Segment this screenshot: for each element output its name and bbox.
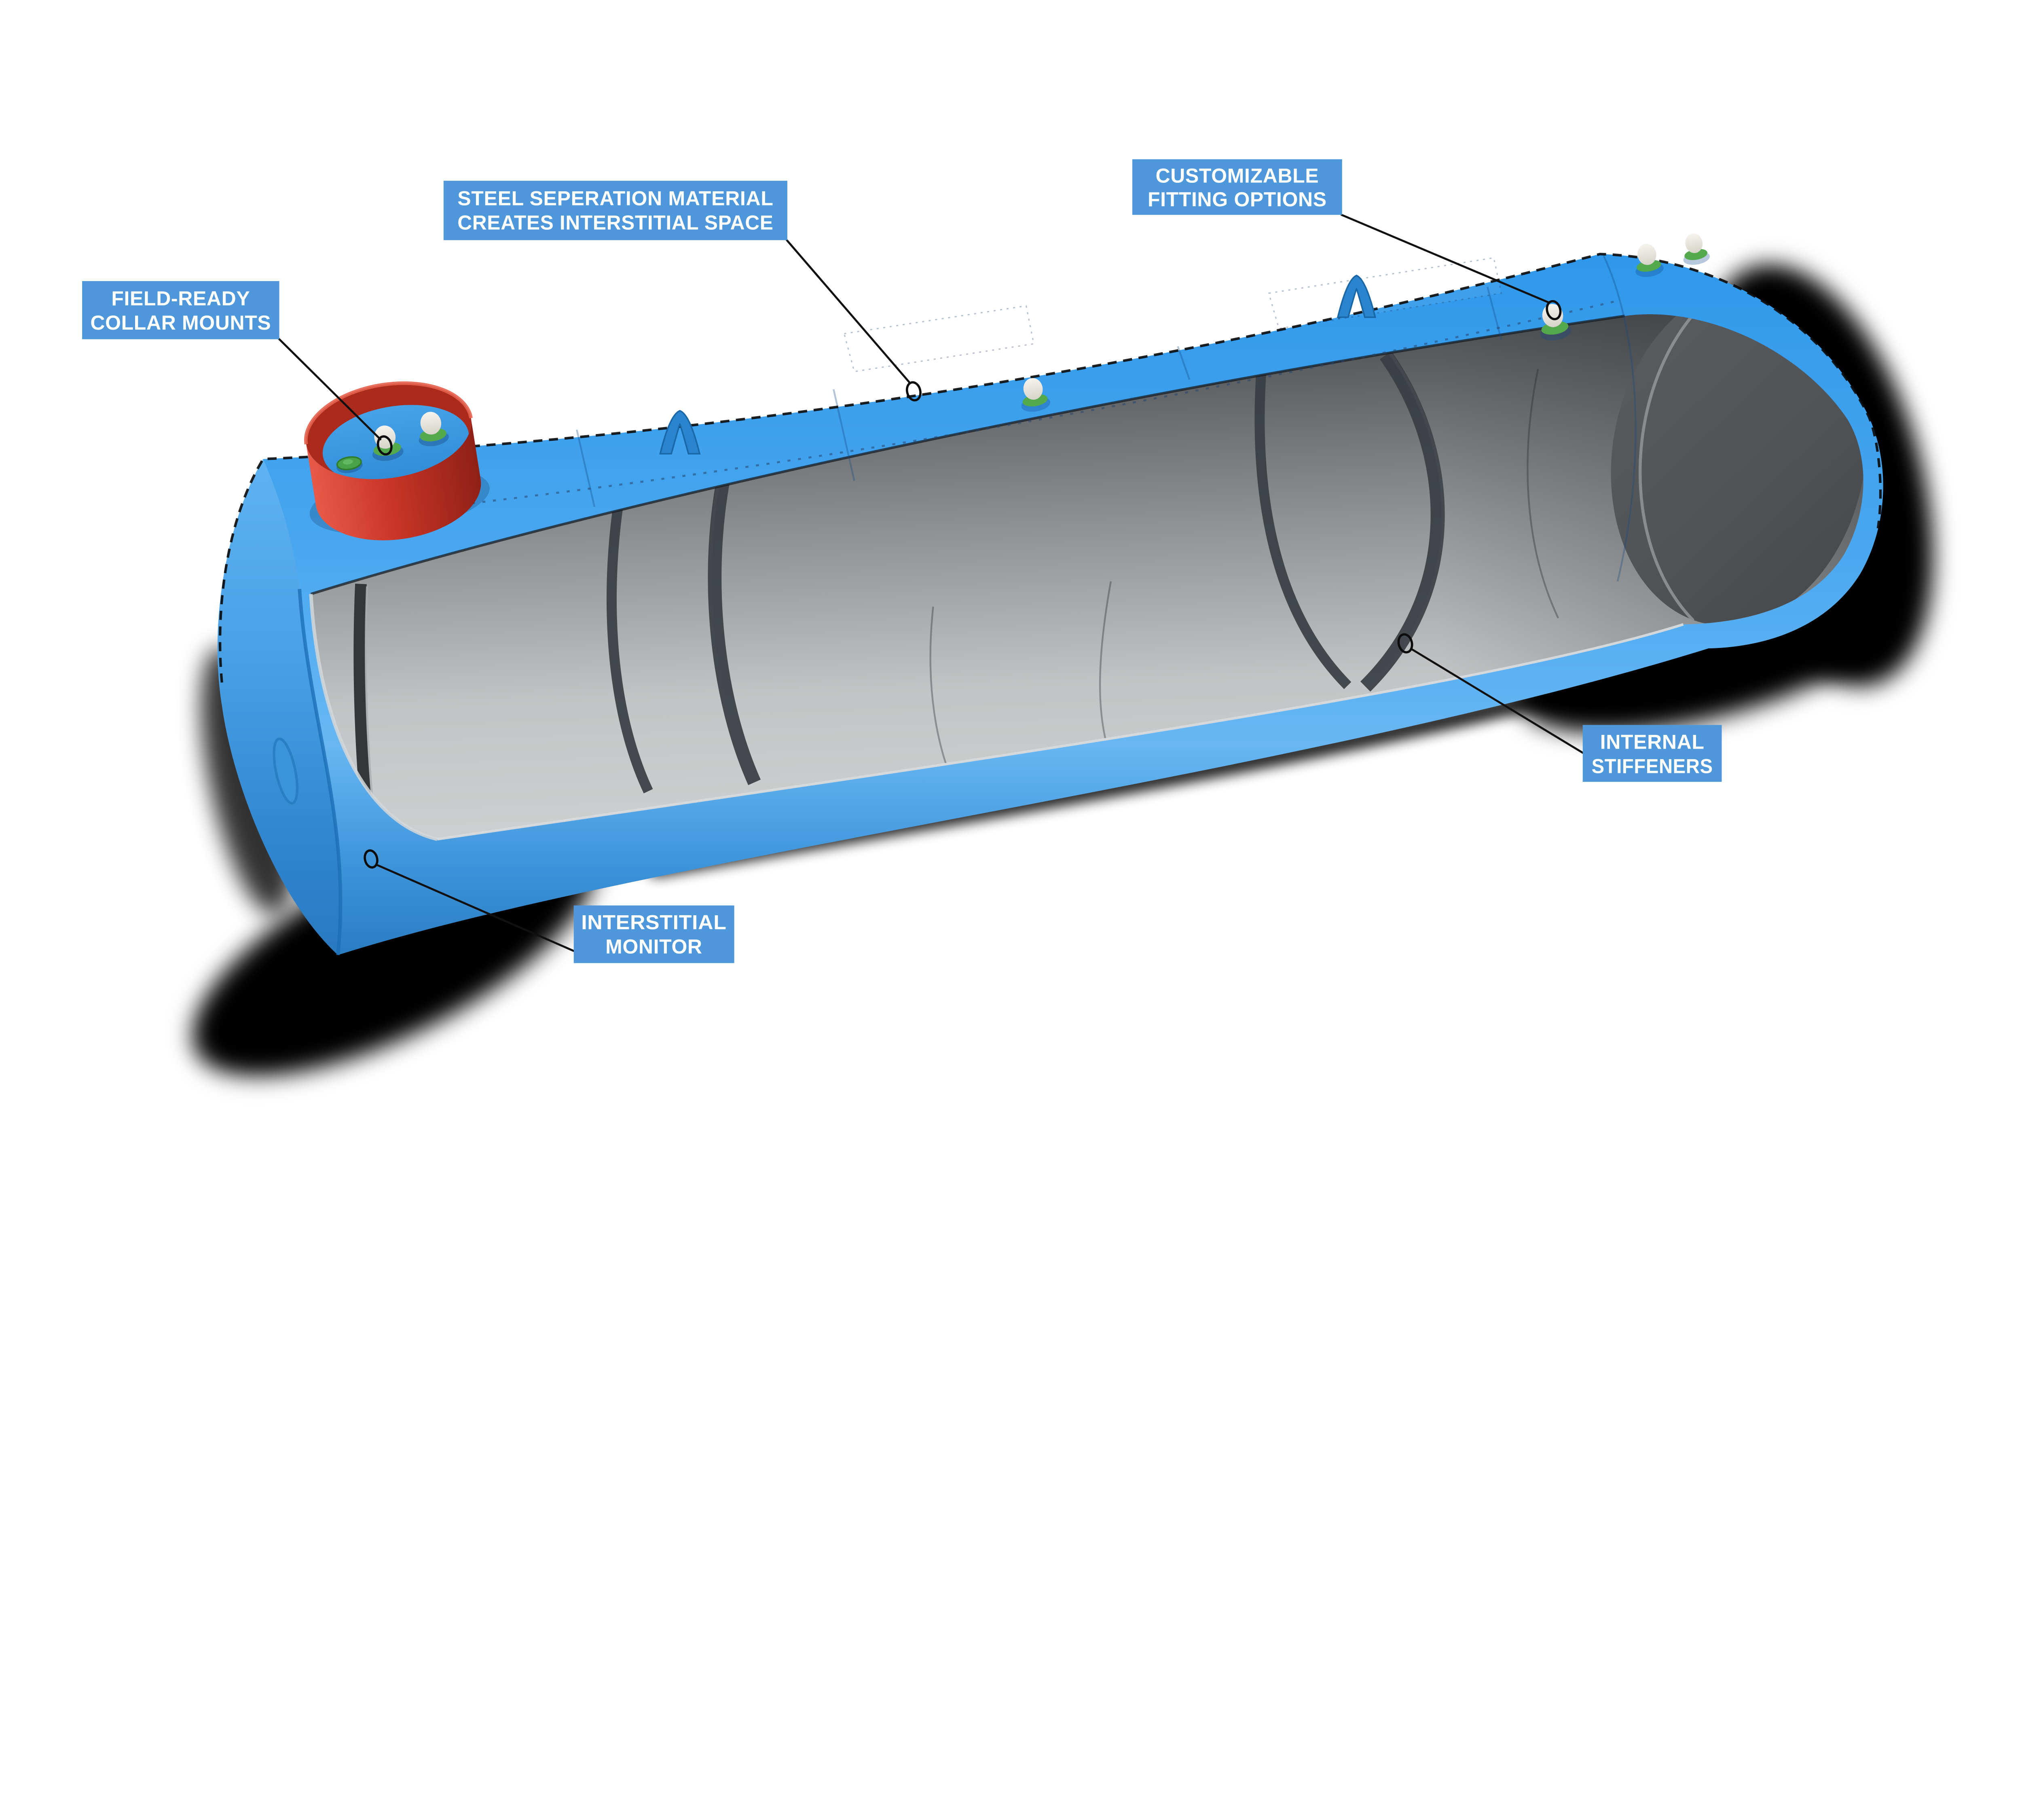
leader-line-monitor [376, 864, 575, 952]
shell-seam-3 [1177, 346, 1191, 380]
callout-separation: STEEL SEPERATION MATERIAL CREATES INTERS… [443, 180, 922, 402]
silhouette-dashed-edge [219, 252, 1882, 683]
label-fittings-line2: FITTING OPTIONS [1148, 188, 1327, 211]
annotations: FIELD-READY COLLAR MOUNTS STEEL SEPERATI… [82, 159, 1722, 963]
callout-fittings: CUSTOMIZABLE FITTING OPTIONS [1132, 159, 1562, 320]
stiffener-ring-2-left [1254, 365, 1352, 689]
label-collar-line2: COLLAR MOUNTS [90, 311, 271, 334]
fitting-cap [1023, 378, 1043, 400]
shell-seam-4 [1487, 286, 1502, 341]
callout-marker-stiffeners [1397, 633, 1413, 654]
tank-left-end-cap [217, 459, 341, 955]
callout-marker-fittings [1546, 300, 1562, 320]
label-fittings-line1: CUSTOMIZABLE [1155, 164, 1319, 187]
label-box-stiffeners [1582, 725, 1722, 782]
shell-seam-1 [576, 430, 596, 507]
leader-line-stiffeners [1411, 648, 1584, 754]
stiffener-ring-1-left [606, 489, 653, 794]
label-monitor-line1: INTERSTITIAL [581, 911, 726, 934]
left-end-cap-rim-groove [298, 588, 343, 955]
end-cap-shell-seam [1603, 255, 1637, 582]
label-stiffeners-line1: INTERNAL [1600, 730, 1705, 753]
collar-green-cap [336, 456, 363, 473]
separation-plate-2 [1268, 257, 1502, 330]
lifting-lug-1 [659, 410, 701, 455]
callout-stiffeners: INTERNAL STIFFENERS [1397, 633, 1722, 782]
separation-plate-1 [843, 305, 1035, 372]
interior-left-rim-highlight [309, 594, 438, 841]
stiffener-ring-1-right [708, 478, 761, 785]
label-stiffeners-line2: STIFFENERS [1592, 755, 1713, 777]
label-monitor-line2: MONITOR [605, 935, 702, 958]
top-surface-details [429, 255, 1637, 582]
label-collar-line1: FIELD-READY [111, 287, 250, 310]
leader-line-fittings [1341, 214, 1550, 303]
label-separation-line2: CREATES INTERSTITIAL SPACE [457, 212, 773, 234]
label-box-separation [443, 180, 787, 240]
fitting-mid-top [1021, 378, 1051, 412]
label-separation-line1: STEEL SEPERATION MATERIAL [457, 187, 773, 210]
left-end-cap-fitting [273, 737, 299, 805]
fitting-cap [420, 412, 442, 435]
label-box-monitor [573, 905, 734, 963]
top-dotted-seam [429, 300, 1618, 509]
interior-seam-3 [1527, 369, 1559, 619]
callout-marker-collar [376, 435, 393, 456]
callout-marker-separation [905, 381, 922, 402]
fitting-right-2 [1635, 243, 1664, 277]
stiffener-ring-2-right [1360, 351, 1445, 692]
label-box-fittings [1132, 159, 1342, 215]
callout-collar: FIELD-READY COLLAR MOUNTS [82, 281, 393, 456]
fitting-right-3 [1683, 233, 1710, 265]
callout-monitor: INTERSTITIAL MONITOR [364, 849, 734, 963]
fitting-cap [1637, 243, 1656, 265]
leader-line-collar [277, 337, 382, 440]
end-cap-weld-seam [1638, 314, 1710, 622]
leader-line-separation [786, 239, 911, 384]
collar-fitting-b [419, 412, 449, 447]
callout-marker-monitor [364, 849, 379, 869]
lower-cut-edge-highlight [437, 623, 1684, 841]
green-cap-top [343, 459, 353, 465]
collar-rim-highlight [304, 381, 473, 444]
label-box-collar [82, 281, 279, 339]
upper-cut-edge-shadow [310, 315, 1625, 595]
collar-near-wall [306, 418, 481, 540]
shell-seam-2 [833, 389, 855, 481]
tank-cutaway-diagram: FIELD-READY COLLAR MOUNTS STEEL SEPERATI… [82, 159, 1933, 1076]
lifting-lug-2 [1337, 275, 1377, 318]
fitting-cap [1685, 233, 1703, 253]
